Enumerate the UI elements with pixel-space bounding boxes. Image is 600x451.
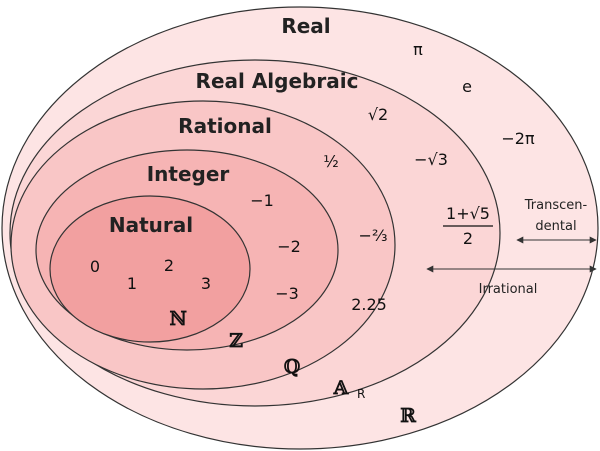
- real-set-symbol: ℝ: [400, 405, 417, 427]
- real-algebraic-set-symbol: 𝔸: [333, 377, 350, 399]
- natural-member-3: 3: [201, 274, 211, 293]
- golden-ratio-numerator: 1+√5: [446, 204, 490, 223]
- rational-set-symbol: ℚ: [284, 356, 301, 378]
- transcendental-label-line2: dental: [535, 219, 576, 234]
- integer-member-minus-3: −3: [275, 284, 299, 303]
- real-algebraic-set-label: Real Algebraic: [196, 69, 359, 93]
- transcendental-label-line1: Transcen-: [524, 198, 588, 213]
- integer-member-minus-2: −2: [277, 237, 301, 256]
- real-algebraic-set-symbol-subscript: R: [357, 387, 365, 401]
- algebraic-member-sqrt2: √2: [368, 105, 388, 124]
- integer-member-minus-1: −1: [250, 191, 274, 210]
- real-member-pi: π: [413, 40, 423, 59]
- natural-set-symbol: ℕ: [169, 308, 187, 330]
- integer-set-symbol: ℤ: [229, 330, 243, 352]
- rational-member-minus-two-thirds: −⅔: [359, 226, 388, 245]
- natural-member-2: 2: [164, 256, 174, 275]
- real-member-minus-2pi: −2π: [501, 129, 535, 148]
- rational-member-one-half: ½: [323, 152, 339, 171]
- algebraic-member-minus-sqrt3: −√3: [414, 150, 448, 169]
- natural-member-0: 0: [90, 257, 100, 276]
- rational-member-2-25: 2.25: [351, 295, 387, 314]
- natural-member-1: 1: [127, 274, 137, 293]
- real-member-e: e: [462, 77, 472, 96]
- natural-set-label: Natural: [109, 213, 193, 237]
- golden-ratio-denominator: 2: [463, 229, 473, 248]
- rational-set-label: Rational: [178, 114, 272, 138]
- irrational-label: Irrational: [479, 282, 538, 297]
- real-set-label: Real: [281, 14, 330, 38]
- integer-set-label: Integer: [147, 162, 230, 186]
- natural-set-ellipse: [49, 195, 251, 343]
